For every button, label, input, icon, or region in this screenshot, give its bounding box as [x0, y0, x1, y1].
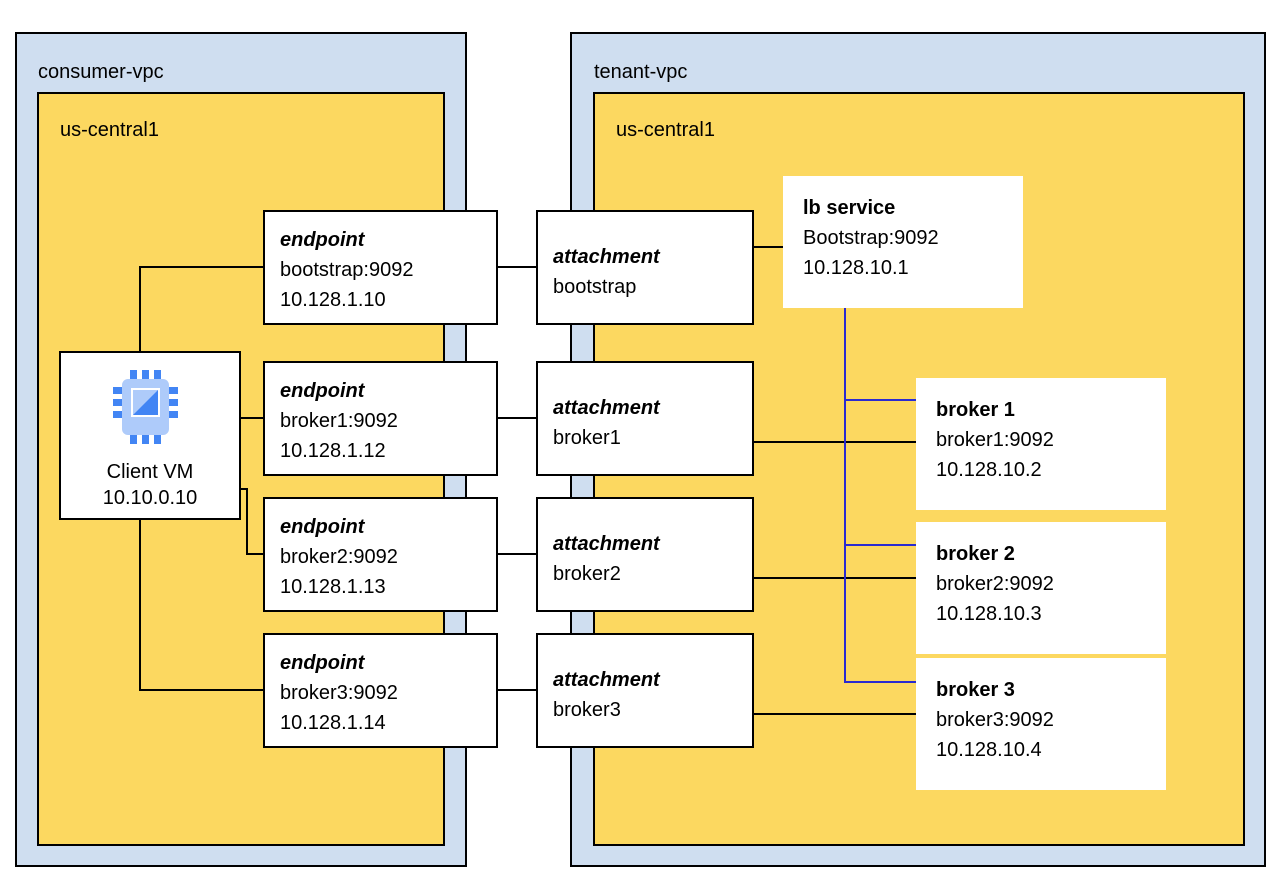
- endpoint-bootstrap-ip: 10.128.1.10: [280, 289, 386, 311]
- attachment-broker3-node[interactable]: attachment broker3: [536, 633, 754, 748]
- endpoint-bootstrap-node[interactable]: endpoint bootstrap:9092 10.128.1.10: [263, 210, 498, 325]
- broker-1-ip: 10.128.10.2: [936, 459, 1042, 481]
- endpoint-broker3-node[interactable]: endpoint broker3:9092 10.128.1.14: [263, 633, 498, 748]
- attachment-broker1-kind: attachment: [553, 397, 661, 419]
- endpoint-broker1-box[interactable]: [263, 361, 498, 476]
- endpoint-broker2-box[interactable]: [263, 497, 498, 612]
- broker-3-host: broker3:9092: [936, 709, 1054, 731]
- attachment-broker1-box[interactable]: [536, 361, 754, 476]
- lb-service-ip: 10.128.10.1: [803, 257, 909, 279]
- attachment-broker1-node[interactable]: attachment broker1: [536, 361, 754, 476]
- attachment-broker2-box[interactable]: [536, 497, 754, 612]
- line-vm-to-endpoint-broker3: [139, 519, 264, 691]
- lb-broker-connectors: [844, 308, 916, 683]
- broker-1-node[interactable]: broker 1 broker1:9092 10.128.10.2: [916, 378, 1166, 510]
- attachment-broker2-name: broker2: [553, 563, 621, 585]
- broker-2-box[interactable]: [916, 522, 1166, 654]
- broker-1-box[interactable]: [916, 378, 1166, 510]
- attachment-target-connectors: [753, 246, 916, 715]
- attachment-broker3-kind: attachment: [553, 669, 661, 691]
- broker-2-host: broker2:9092: [936, 573, 1054, 595]
- endpoint-broker1-node[interactable]: endpoint broker1:9092 10.128.1.12: [263, 361, 498, 476]
- attachment-bootstrap-box[interactable]: [536, 210, 754, 325]
- endpoint-bootstrap-kind: endpoint: [280, 229, 366, 251]
- endpoint-broker1-ip: 10.128.1.12: [280, 440, 386, 462]
- broker-1-title: broker 1: [936, 399, 1015, 421]
- attachment-bootstrap-name: bootstrap: [553, 276, 636, 298]
- attachment-broker3-name: broker3: [553, 699, 621, 721]
- lb-service-title: lb service: [803, 197, 895, 219]
- endpoint-attachment-connectors: [497, 266, 537, 691]
- client-vm-connectors: [139, 266, 264, 691]
- lb-service-node[interactable]: lb service Bootstrap:9092 10.128.10.1: [783, 176, 1023, 308]
- broker-3-title: broker 3: [936, 679, 1015, 701]
- endpoint-broker1-kind: endpoint: [280, 380, 366, 402]
- endpoint-bootstrap-box[interactable]: [263, 210, 498, 325]
- compute-engine-chip-icon: [113, 370, 178, 444]
- attachment-broker2-node[interactable]: attachment broker2: [536, 497, 754, 612]
- client-vm-ip: 10.10.0.10: [103, 487, 198, 509]
- line-vm-to-endpoint-broker2: [240, 488, 264, 555]
- broker-3-node[interactable]: broker 3 broker3:9092 10.128.10.4: [916, 658, 1166, 790]
- tenant-vpc-label: tenant-vpc: [594, 61, 687, 83]
- endpoint-broker3-kind: endpoint: [280, 652, 366, 674]
- endpoint-broker2-node[interactable]: endpoint broker2:9092 10.128.1.13: [263, 497, 498, 612]
- attachment-broker2-kind: attachment: [553, 533, 661, 555]
- endpoint-broker3-ip: 10.128.1.14: [280, 712, 386, 734]
- client-vm-node[interactable]: Client VM 10.10.0.10: [59, 351, 241, 520]
- line-lb-to-broker3: [844, 545, 916, 683]
- broker-2-ip: 10.128.10.3: [936, 603, 1042, 625]
- attachment-broker1-name: broker1: [553, 427, 621, 449]
- consumer-vpc-label: consumer-vpc: [38, 61, 164, 83]
- consumer-region-label: us-central1: [60, 119, 159, 141]
- attachment-bootstrap-node[interactable]: attachment bootstrap: [536, 210, 754, 325]
- endpoint-broker2-host: broker2:9092: [280, 546, 398, 568]
- endpoint-broker1-host: broker1:9092: [280, 410, 398, 432]
- endpoint-broker2-ip: 10.128.1.13: [280, 576, 386, 598]
- lb-service-host: Bootstrap:9092: [803, 227, 939, 249]
- broker-1-host: broker1:9092: [936, 429, 1054, 451]
- client-vm-name: Client VM: [107, 461, 194, 483]
- broker-2-title: broker 2: [936, 543, 1015, 565]
- endpoint-broker2-kind: endpoint: [280, 516, 366, 538]
- line-vm-to-endpoint-bootstrap: [139, 266, 264, 352]
- broker-3-ip: 10.128.10.4: [936, 739, 1042, 761]
- broker-3-box[interactable]: [916, 658, 1166, 790]
- endpoint-broker3-host: broker3:9092: [280, 682, 398, 704]
- endpoint-broker3-box[interactable]: [263, 633, 498, 748]
- tenant-region-label: us-central1: [616, 119, 715, 141]
- endpoint-bootstrap-host: bootstrap:9092: [280, 259, 413, 281]
- lb-service-box[interactable]: [783, 176, 1023, 308]
- attachment-bootstrap-kind: attachment: [553, 246, 661, 268]
- attachment-broker3-box[interactable]: [536, 633, 754, 748]
- broker-2-node[interactable]: broker 2 broker2:9092 10.128.10.3: [916, 522, 1166, 654]
